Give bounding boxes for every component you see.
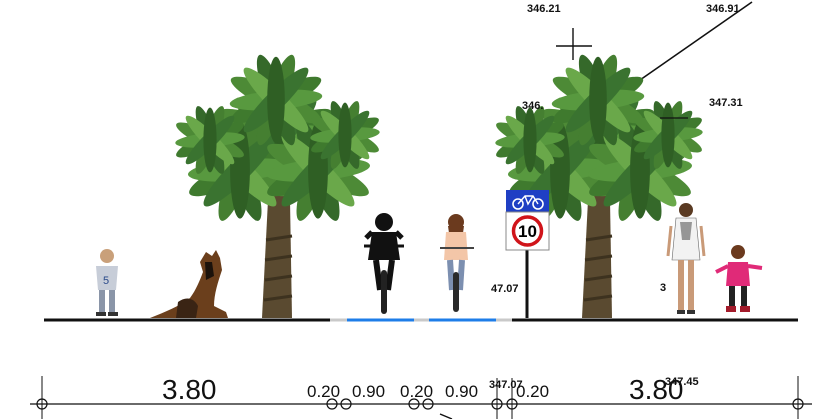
- girl-icon: [715, 245, 763, 312]
- palm-tree-right-icon: [492, 51, 706, 318]
- elevation-label-7: 347.07: [489, 379, 523, 391]
- svg-text:5: 5: [103, 275, 109, 287]
- dimension-left-width: 3.80: [162, 374, 217, 405]
- elevation-label-3: 346.: [522, 100, 543, 112]
- speed-limit-ring: [511, 215, 544, 247]
- palm-tree-left-icon: [172, 51, 383, 318]
- elevation-label-8: 347.45: [665, 376, 699, 388]
- dimension-d5: 0.20: [516, 382, 549, 401]
- dimension-ticks: [36, 398, 804, 410]
- cyclist-icon: [364, 213, 404, 314]
- dog-icon: [150, 250, 228, 318]
- woman-icon: [666, 203, 706, 314]
- child-icon: 5: [96, 249, 118, 316]
- elevation-label-6: 3: [660, 282, 666, 294]
- dimension-d4: 0.90: [445, 382, 478, 401]
- speed-limit-value: 10: [518, 222, 537, 241]
- survey-leader-line: [639, 1, 753, 81]
- elevation-label-2: 346.91: [706, 3, 740, 15]
- elevation-label-5: 47.07: [491, 283, 519, 295]
- bike-speed-sign: 10: [505, 190, 550, 318]
- dimension-right-width: 3.80: [629, 374, 684, 405]
- bicycle-icon: [512, 195, 544, 210]
- elevation-label-4: 347.31: [709, 97, 743, 109]
- survey-crosshair-icon: [556, 28, 592, 60]
- woman-cyclist-icon: [440, 214, 474, 312]
- arrow-mark: [439, 413, 453, 419]
- dimension-d3: 0.20: [400, 382, 433, 401]
- dimension-d2: 0.90: [352, 382, 385, 401]
- dimension-d1: 0.20: [307, 382, 340, 401]
- elevation-label-1: 346.21: [527, 3, 561, 15]
